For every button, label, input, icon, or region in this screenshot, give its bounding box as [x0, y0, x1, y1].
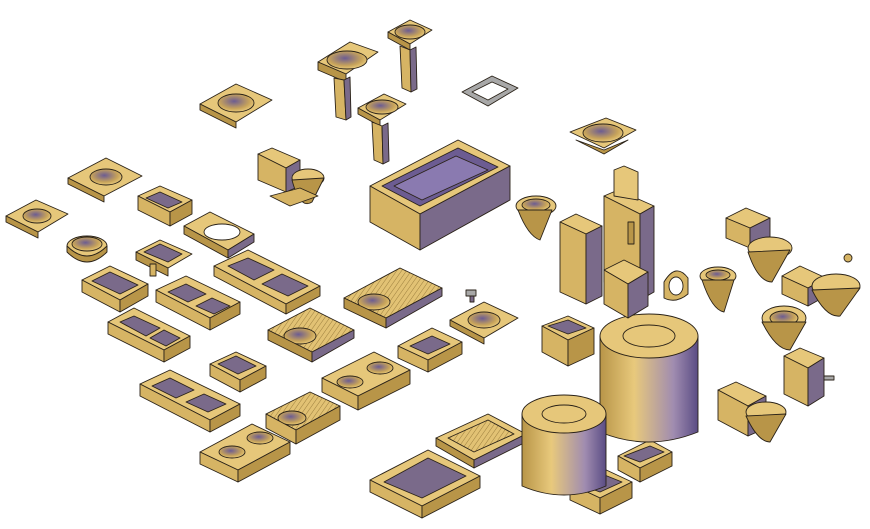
single-sink-a: [81, 265, 149, 313]
toilet-tank: [257, 147, 325, 207]
urinal-wall: [663, 270, 689, 301]
bidet: [699, 266, 737, 313]
shower-tray: [435, 413, 527, 469]
round-basin: [66, 235, 108, 263]
drainboard-sink-a: [343, 267, 443, 329]
toilet-bowl-round: [761, 305, 807, 351]
single-sink-c: [107, 307, 191, 363]
floor-cabinet: [559, 213, 603, 305]
wall-urinal-right: [783, 347, 835, 407]
double-sink-d: [199, 423, 291, 483]
double-sink-a: [213, 249, 321, 315]
bidet-cabinet: [603, 259, 649, 319]
toilet-seat-ring: [461, 75, 519, 107]
counter-sink-top: [199, 83, 273, 129]
pedestal-sink-1: [317, 41, 379, 121]
drainboard-sink-b: [267, 307, 355, 363]
double-sink-c: [139, 369, 241, 433]
water-tank-large: [599, 313, 699, 443]
pedestal-bowl: [515, 195, 557, 241]
double-sink-b: [321, 351, 411, 411]
bathtub: [369, 139, 511, 251]
kitchen-sink-small: [397, 327, 463, 373]
water-tank-small: [521, 394, 607, 496]
countertop-basin-a: [67, 157, 143, 203]
utility-sink-box: [541, 315, 595, 367]
vessel-basin: [569, 117, 637, 155]
pedestal-sink-3: [357, 93, 407, 165]
single-sink-b: [155, 275, 241, 331]
trough-sink-a: [617, 439, 673, 483]
countertop-basin-c: [449, 301, 519, 345]
drainboard-sink-c: [265, 391, 341, 445]
square-sink-small: [137, 185, 193, 227]
toilet-right-b: [781, 253, 861, 317]
laundry-sink: [209, 351, 267, 393]
vanity-sink-oval: [183, 211, 255, 259]
toilet-floor-right: [717, 381, 787, 443]
double-tub-sink: [369, 449, 481, 519]
wall-sink-bracket: [135, 239, 193, 277]
toilet-right-a: [725, 207, 793, 283]
countertop-basin-b: [5, 199, 69, 239]
faucet-fitting: [465, 289, 477, 303]
pedestal-sink-2: [387, 19, 433, 93]
